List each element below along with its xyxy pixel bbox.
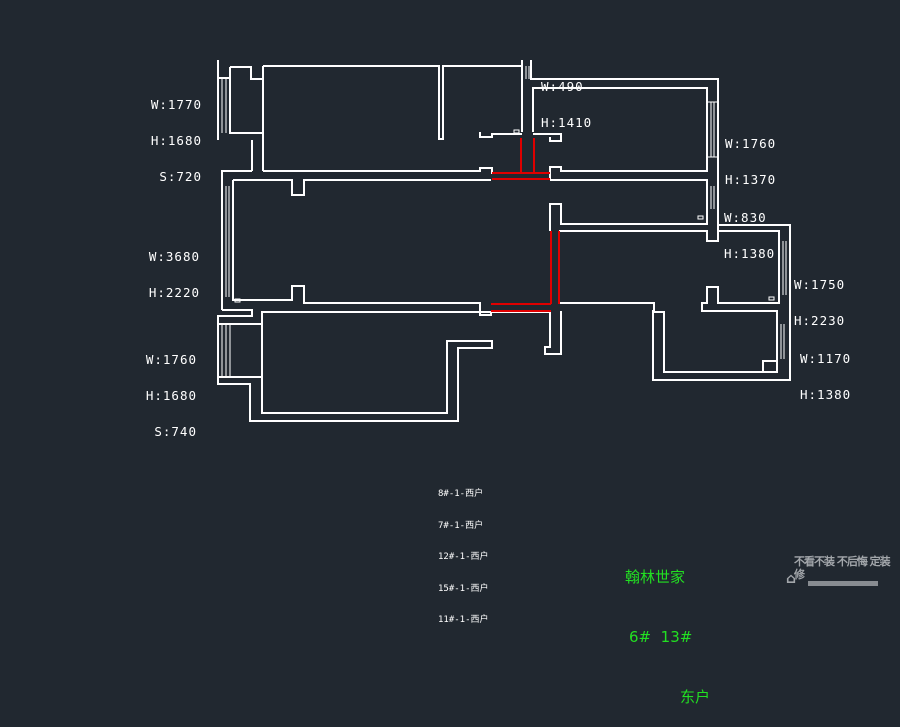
wall xyxy=(263,167,493,174)
window-label-w2: W:490 H:1410 xyxy=(541,57,592,141)
wall xyxy=(230,66,263,80)
wall xyxy=(549,179,708,231)
unit-list-item: 7#-1-西户 xyxy=(438,520,484,531)
watermark-text: 不看不装 不后悔 定装修 xyxy=(794,555,891,581)
window-frames xyxy=(221,66,787,377)
label-line: W:3680 xyxy=(148,249,200,264)
wall xyxy=(544,311,562,355)
label-line: W:1760 xyxy=(725,136,777,151)
label-line: W:1760 xyxy=(145,352,197,367)
label-line: H:2230 xyxy=(794,313,846,328)
label-line: H:2220 xyxy=(148,285,200,300)
label-line: W:1770 xyxy=(150,97,202,112)
unit-list-item: 11#-1-西户 xyxy=(438,615,489,625)
unit-list-item: 15#-1-西户 xyxy=(438,583,489,594)
label-line: H:1380 xyxy=(800,387,852,402)
window-label-w4: W:830 H:1380 xyxy=(724,188,775,272)
house-icon: ⌂ xyxy=(786,571,796,587)
label-line: W:830 xyxy=(724,210,767,225)
wall xyxy=(263,65,522,140)
label-line: H:1680 xyxy=(150,133,202,148)
window-label-w3: W:1760 H:1370 xyxy=(725,114,776,198)
unit-list-item: 8#-1-西户 xyxy=(438,489,484,499)
floor-plan-drawing xyxy=(217,60,791,422)
window-label-w8: W:1170 H:1380 xyxy=(800,329,851,413)
wall xyxy=(218,77,263,134)
exterior-walls xyxy=(217,60,791,422)
fixture-icon xyxy=(768,296,775,301)
fixture-icon xyxy=(513,129,520,134)
wall xyxy=(479,132,522,138)
window-label-w7: W:1760 H:1680 S:740 xyxy=(135,330,197,450)
unit-list: 8#-1-西户 7#-1-西户 12#-1-西户 15#-1-西户 11#-1-… xyxy=(438,468,489,636)
wall xyxy=(652,224,791,381)
wall xyxy=(762,360,777,372)
label-line: H:1410 xyxy=(541,115,593,130)
project-name: 翰林世家 xyxy=(625,568,686,586)
unit-name: 东户 xyxy=(680,688,711,706)
wall xyxy=(217,309,550,422)
wall xyxy=(532,87,708,180)
label-line: W:1170 xyxy=(800,351,852,366)
label-line: H:1370 xyxy=(725,172,777,187)
building-number: 6# 13# xyxy=(629,628,693,646)
label-line: S:720 xyxy=(159,169,202,184)
label-line: H:1380 xyxy=(724,246,776,261)
fixture-icon xyxy=(234,298,241,303)
title-block: 翰林世家 6# 13# 东户 xyxy=(625,527,710,727)
fixture-icon xyxy=(697,215,704,220)
red-partitions xyxy=(491,138,560,312)
wall xyxy=(232,180,492,316)
window-label-w5: W:3680 H:2220 xyxy=(132,227,200,311)
wall xyxy=(559,230,780,373)
window-label-w6: W:1750 H:2230 xyxy=(794,255,845,339)
watermark-bar xyxy=(808,581,878,586)
fixtures xyxy=(234,129,775,303)
window-label-w1: W:1770 H:1680 S:720 xyxy=(140,75,202,195)
label-line: W:490 xyxy=(541,79,584,94)
label-line: H:1680 xyxy=(145,388,197,403)
wall xyxy=(233,179,491,196)
label-line: W:1750 xyxy=(794,277,846,292)
unit-list-item: 12#-1-西户 xyxy=(438,552,489,562)
watermark-logo: ⌂ 不看不装 不后悔 定装修 xyxy=(786,553,894,593)
wall xyxy=(533,133,562,142)
wall xyxy=(221,170,252,310)
label-line: S:740 xyxy=(154,424,197,439)
wall xyxy=(530,60,719,240)
